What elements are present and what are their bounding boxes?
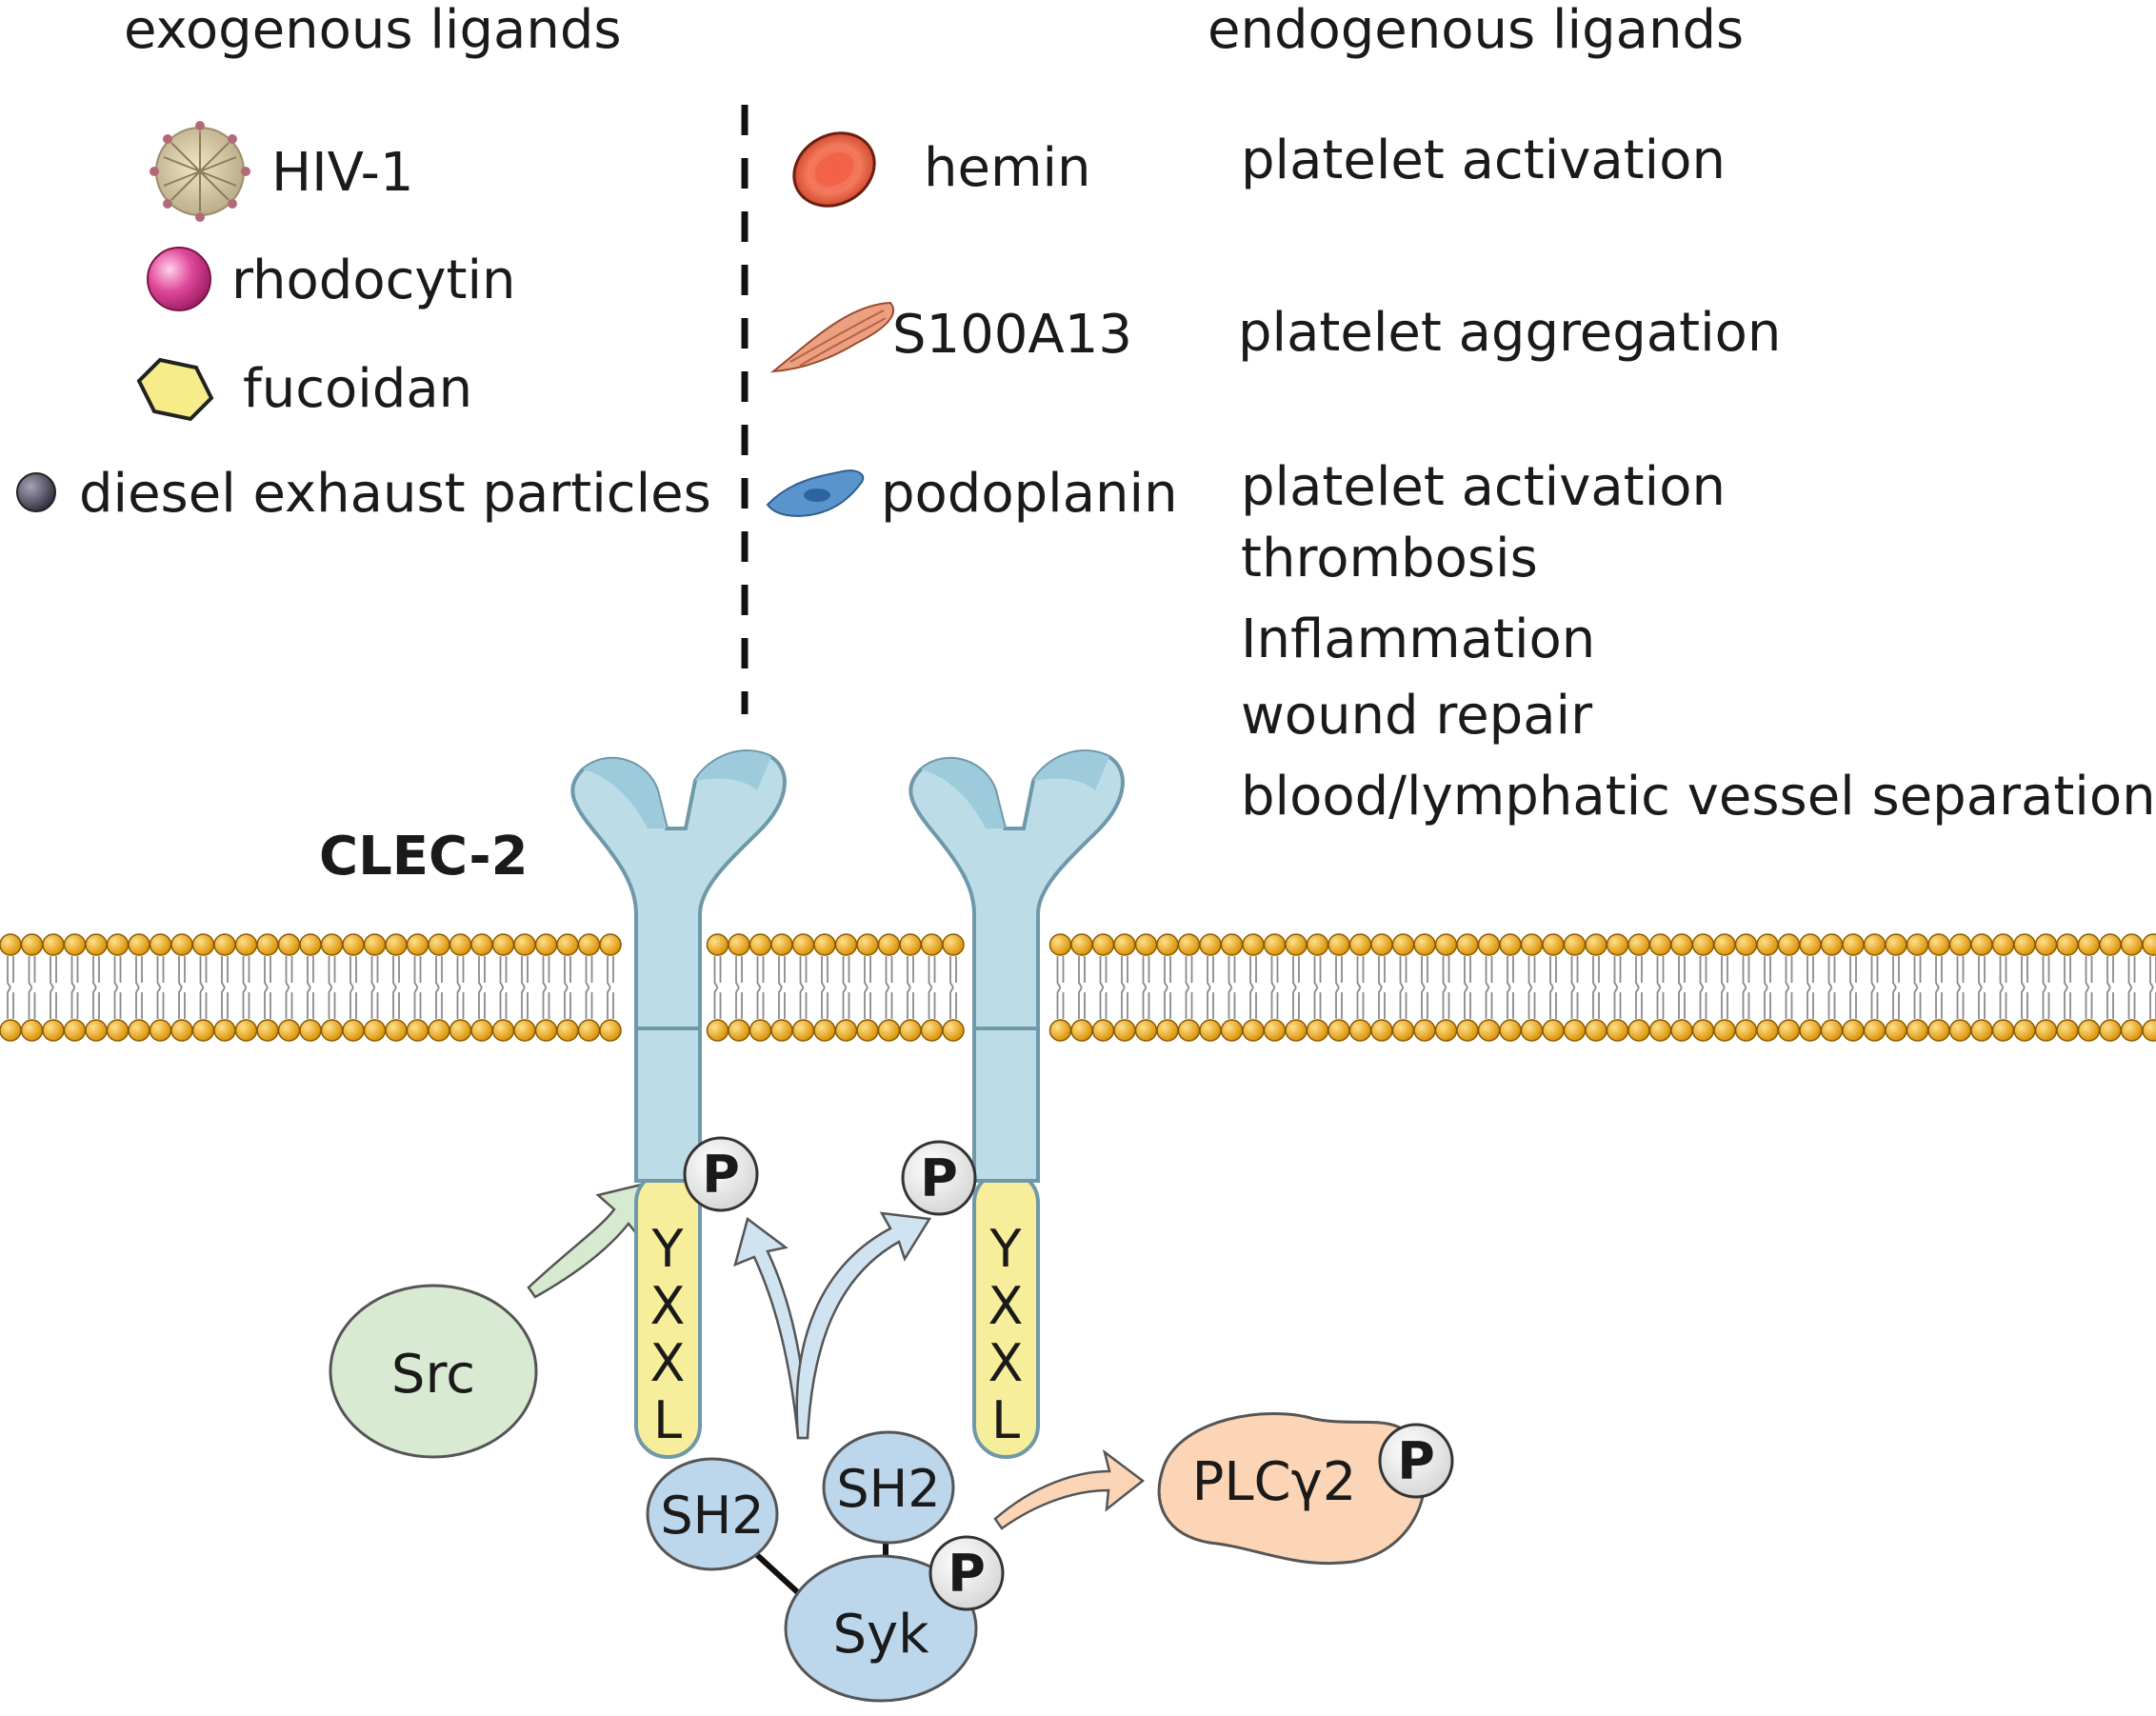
virus-icon xyxy=(150,121,250,222)
hexagon-icon xyxy=(136,357,214,422)
clec2-receptor-right xyxy=(908,749,1125,1459)
plc-gamma2-molecule: PLCγ2 xyxy=(1157,1411,1427,1566)
ligand-label-podoplanin: podoplanin xyxy=(881,463,1178,525)
plc-arrow xyxy=(993,1448,1146,1530)
sh2-domain-b xyxy=(822,1430,955,1545)
src-molecule: Src xyxy=(329,1284,538,1459)
motif-right-x2: X xyxy=(988,1333,1024,1393)
phospho-badge-right: P xyxy=(901,1140,977,1216)
motif-right-x1: X xyxy=(988,1276,1024,1336)
red-blood-cell-icon xyxy=(792,131,876,208)
motif-right-y: Y xyxy=(989,1219,1023,1279)
ligand-label-fucoidan: fucoidan xyxy=(243,358,472,420)
plc-label: PLCγ2 xyxy=(1192,1451,1357,1513)
svg-text:SH2: SH2 xyxy=(836,1459,940,1519)
phospho-badge-left: P xyxy=(683,1136,759,1212)
svg-text:P: P xyxy=(1397,1431,1435,1491)
motif-left-x1: X xyxy=(650,1276,686,1336)
sh2-domain-a xyxy=(646,1457,779,1571)
phospho-badge-syk: P xyxy=(928,1535,1005,1611)
ligand-label-hiv1: HIV-1 xyxy=(271,142,414,204)
receptor-label: CLEC-2 xyxy=(319,826,529,888)
phospho-badge-plc: P xyxy=(1378,1423,1454,1499)
effect-podoplanin-3: wound repair xyxy=(1241,685,1593,747)
motif-right: Y X X L xyxy=(988,1219,1024,1450)
effect-podoplanin-1: thrombosis xyxy=(1241,528,1538,589)
svg-text:SH2: SH2 xyxy=(660,1486,764,1546)
ligand-label-s100a13: S100A13 xyxy=(892,304,1132,366)
src-label: Src xyxy=(391,1344,475,1406)
effect-s100a13-0: platelet aggregation xyxy=(1238,302,1781,364)
pink-sphere-icon xyxy=(147,247,211,311)
effect-podoplanin-0: platelet activation xyxy=(1241,456,1726,518)
motif-left: Y X X L xyxy=(650,1219,686,1450)
ligand-label-diesel: diesel exhaust particles xyxy=(79,463,711,525)
motif-right-l: L xyxy=(991,1390,1020,1450)
syk-arrow-right xyxy=(795,1211,932,1440)
svg-text:P: P xyxy=(702,1145,740,1205)
endogenous-ligands-header: endogenous ligands xyxy=(1208,0,1744,61)
syk-molecule xyxy=(784,1554,978,1703)
motif-left-x2: X xyxy=(650,1333,686,1393)
exogenous-ligands-header: exogenous ligands xyxy=(124,0,622,61)
cell-membrane xyxy=(0,933,2156,1042)
ligand-label-rhodocytin: rhodocytin xyxy=(231,249,516,311)
syk-label: Syk xyxy=(832,1604,929,1666)
muscle-fiber-icon xyxy=(769,301,895,373)
clec2-receptor-left xyxy=(570,749,787,1459)
motif-left-l: L xyxy=(653,1390,682,1450)
svg-text:P: P xyxy=(948,1544,986,1604)
dark-sphere-icon xyxy=(16,472,56,512)
effect-podoplanin-4: blood/lymphatic vessel separation xyxy=(1241,766,2156,828)
ligand-label-hemin: hemin xyxy=(924,137,1091,199)
effect-hemin-0: platelet activation xyxy=(1241,130,1726,191)
svg-text:P: P xyxy=(920,1148,958,1208)
endothelial-cell-icon xyxy=(766,469,865,517)
effect-podoplanin-2: Inflammation xyxy=(1241,609,1595,670)
syk-complex: SH2 SH2 Syk xyxy=(646,1430,978,1703)
motif-left-y: Y xyxy=(651,1219,685,1279)
